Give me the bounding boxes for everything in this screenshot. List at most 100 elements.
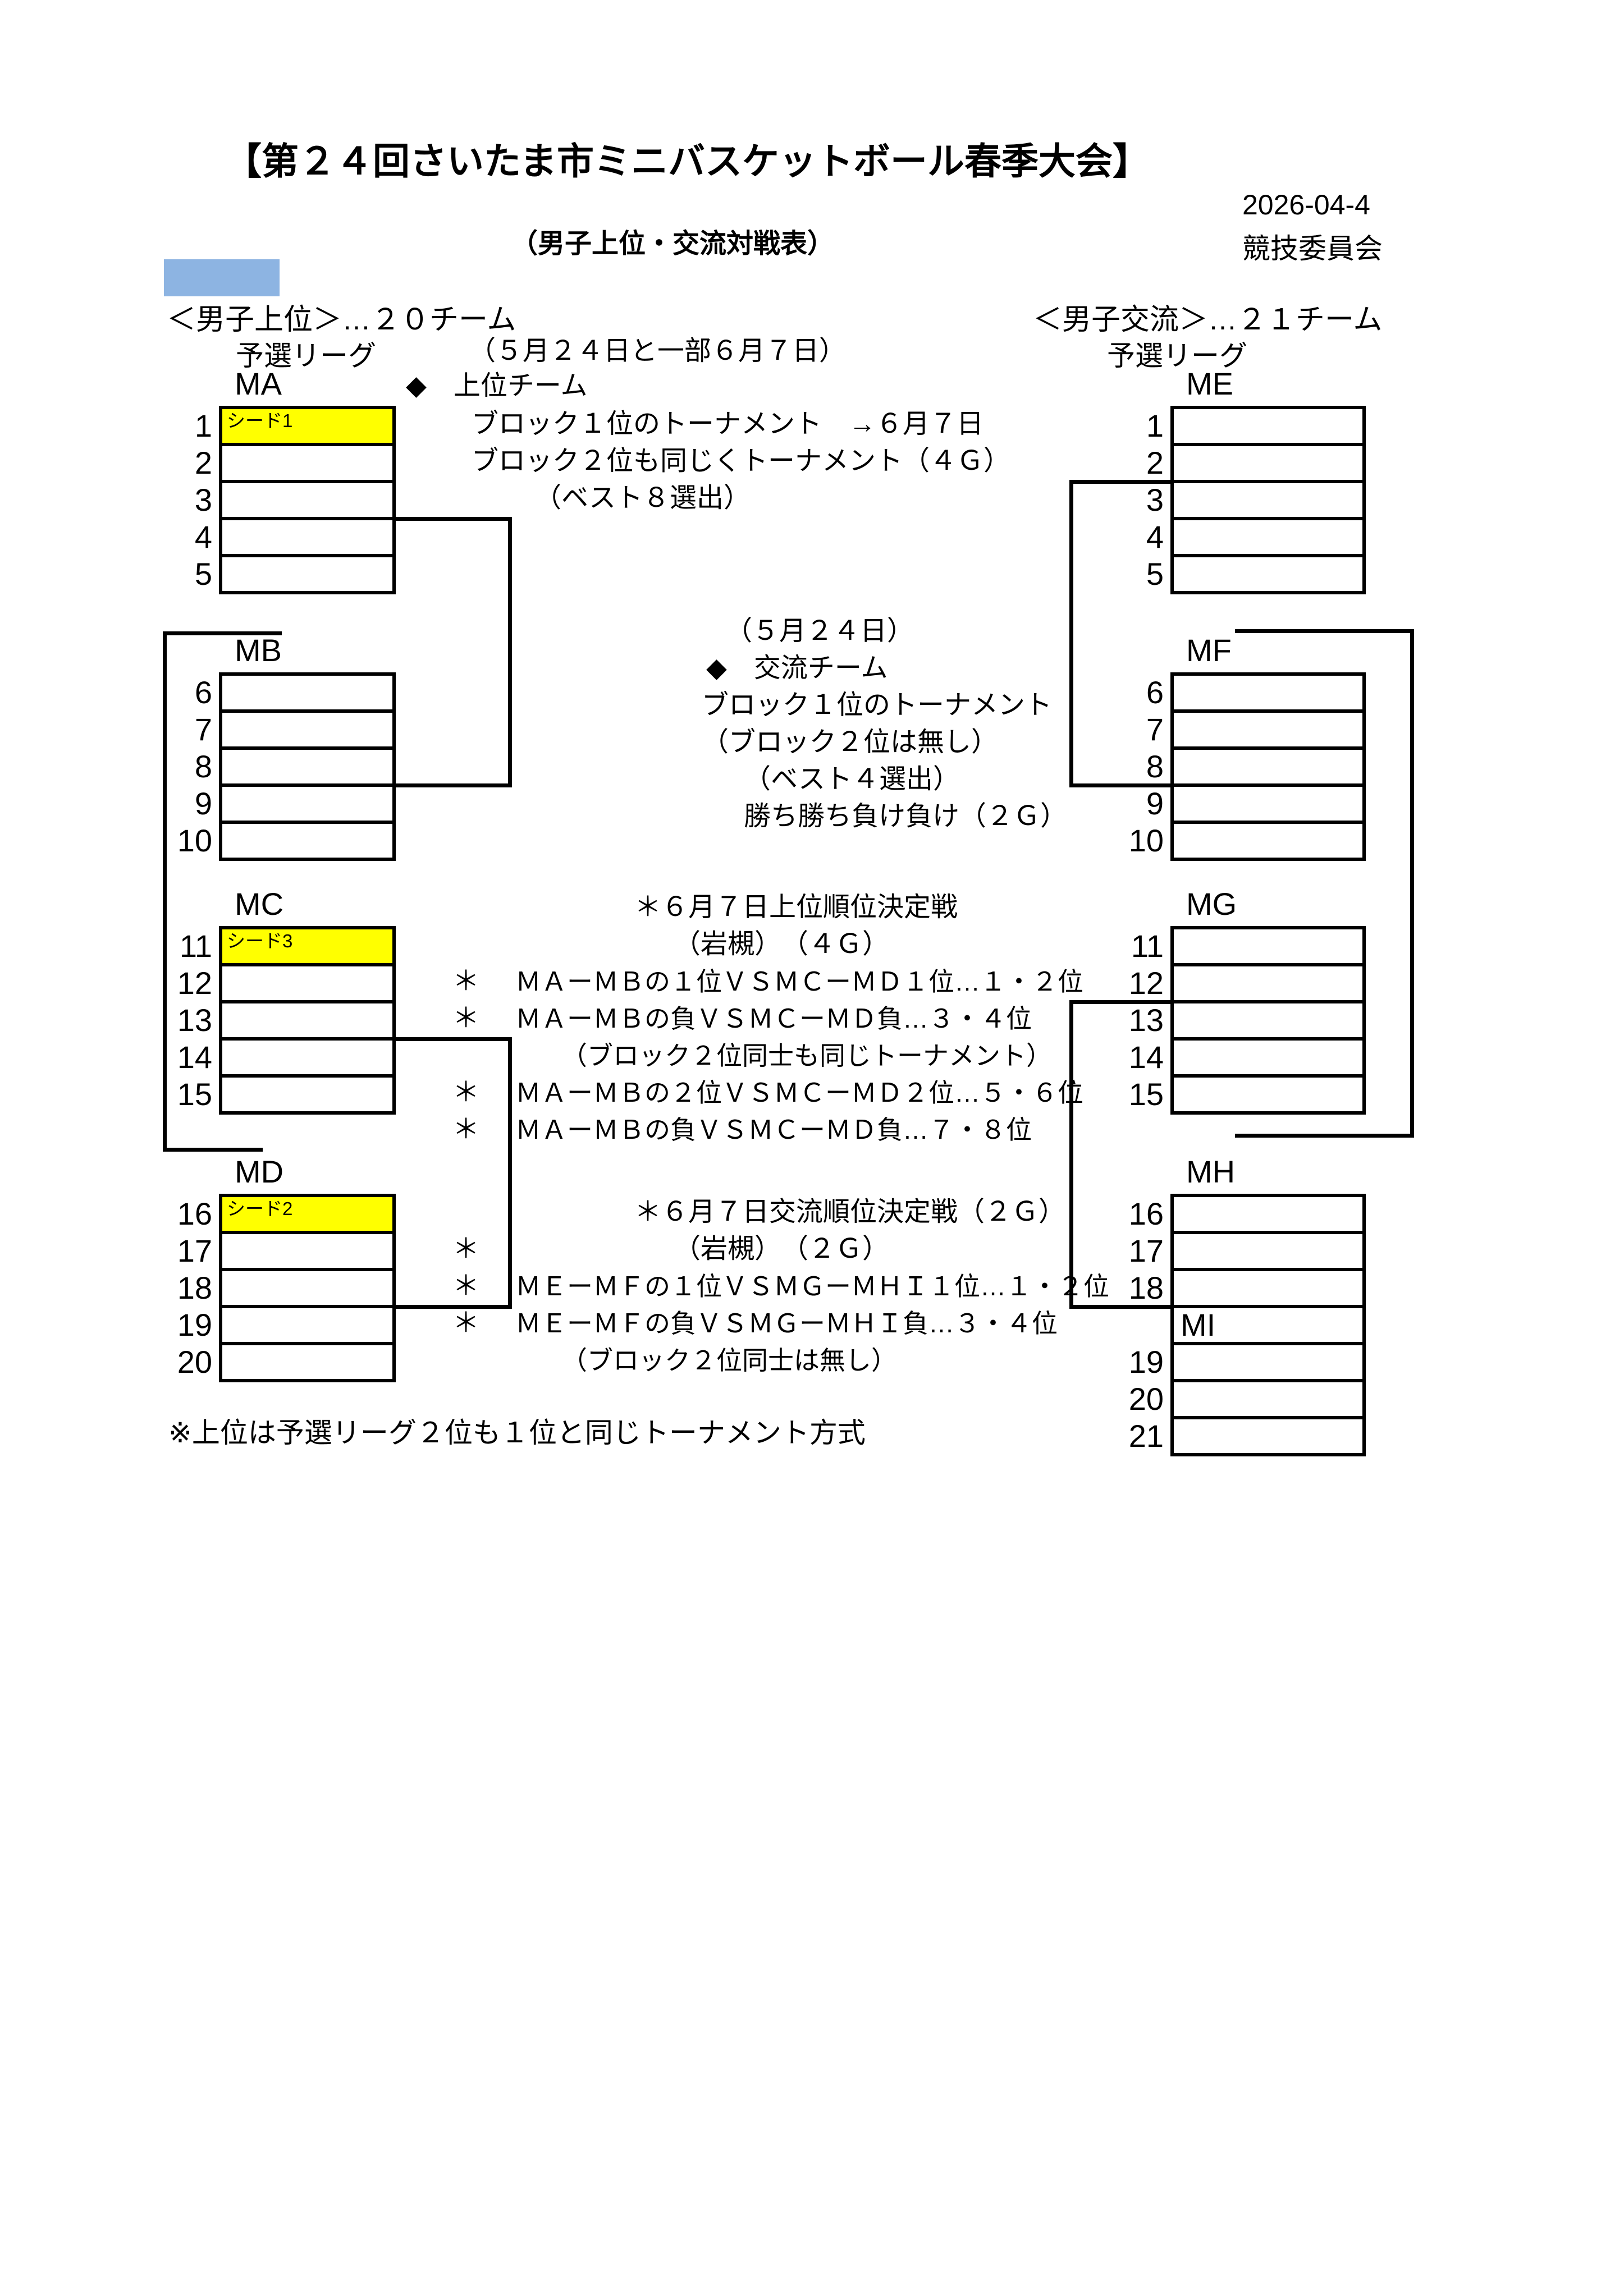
committee-label: 競技委員会 — [1242, 233, 1383, 264]
match-note: ＭＡーＭＢの２位ＶＳＭＣーＭＤ２位…５・６位 — [515, 1078, 1083, 1107]
star-mark: ＊ — [452, 1308, 479, 1338]
team-cell — [1174, 554, 1362, 591]
team-cell — [1174, 1379, 1362, 1416]
team-cell — [1174, 409, 1362, 443]
team-cell — [222, 963, 392, 1000]
note-line: （ベスト４選出） — [744, 764, 960, 794]
block-table-MA: シード1 — [219, 406, 396, 594]
block-label-MI: MI — [1181, 1307, 1216, 1342]
match-note: ＭＥーＭＦの負ＶＳＭＧーＭＨＩ負…３・４位 — [515, 1309, 1058, 1338]
block-label-MB: MB — [235, 633, 282, 668]
note-line: ブロック１位のトーナメント — [702, 690, 1053, 720]
row-number: 1 — [194, 408, 212, 443]
team-cell — [222, 783, 392, 821]
team-cell — [1174, 676, 1362, 709]
ranking-heading: ＊６月７日交流順位決定戦（２Ｇ） — [634, 1197, 1066, 1227]
team-cell — [1174, 480, 1362, 517]
team-cell — [1174, 1037, 1362, 1074]
row-number: 7 — [1146, 712, 1164, 747]
league-label-exchange: 予選リーグ — [1107, 340, 1247, 372]
block-label-MH: MH — [1186, 1154, 1236, 1189]
team-cell — [1174, 929, 1362, 963]
bracket-line — [1069, 1000, 1174, 1004]
team-cell: シード1 — [222, 409, 392, 443]
ranking-venue: （岩槻） （２Ｇ） — [674, 1234, 890, 1264]
bracket-line — [508, 1037, 512, 1309]
team-cell — [1174, 1416, 1362, 1453]
row-number: 3 — [194, 482, 212, 517]
team-cell — [1174, 963, 1362, 1000]
row-number: 20 — [1128, 1381, 1164, 1417]
team-cell — [222, 554, 392, 591]
row-number: 8 — [194, 749, 212, 784]
team-cell: シード3 — [222, 929, 392, 963]
team-cell — [222, 1000, 392, 1037]
match-note: ＭＡーＭＢの負ＶＳＭＣーＭＤ負…７・８位 — [515, 1115, 1032, 1144]
block-label-MG: MG — [1186, 886, 1237, 922]
bracket-line — [395, 1037, 512, 1041]
seed-label: シード2 — [227, 1198, 293, 1219]
bracket-line — [395, 1305, 512, 1309]
team-cell — [1174, 1074, 1362, 1111]
row-number: 18 — [1128, 1270, 1164, 1305]
team-cell — [222, 1037, 392, 1074]
team-cell — [222, 1074, 392, 1111]
block-label-MD: MD — [235, 1154, 284, 1189]
row-number: 14 — [1128, 1039, 1164, 1075]
note-line: ◆ 交流チーム — [706, 653, 888, 683]
ranking-heading: ＊６月７日上位順位決定戦 — [634, 892, 958, 922]
block-table-ME — [1170, 406, 1366, 594]
team-cell — [1174, 709, 1362, 746]
match-note: ＭＡーＭＢの負ＶＳＭＣーＭＤ負…３・４位 — [515, 1004, 1032, 1033]
star-mark: ＊ — [452, 1115, 479, 1144]
note-line: 勝ち勝ち負け負け（２Ｇ） — [744, 801, 1068, 831]
team-cell — [1174, 1268, 1362, 1305]
team-cell — [222, 1342, 392, 1379]
row-number: 6 — [194, 675, 212, 710]
row-number: 16 — [177, 1196, 212, 1231]
block-label-ME: ME — [1186, 366, 1233, 401]
team-cell — [1174, 1231, 1362, 1268]
seed-label: シード3 — [227, 931, 293, 951]
row-number: 21 — [1128, 1418, 1164, 1454]
match-note: （ブロック２位同士も同じトーナメント） — [561, 1041, 1052, 1070]
match-note: （ブロック２位同士は無し） — [561, 1346, 897, 1375]
star-mark: ＊ — [452, 1078, 479, 1107]
match-note: ＭＥーＭＦの１位ＶＳＭＧーＭＨＩ１位…１・２位 — [515, 1272, 1109, 1301]
sub-block-label-row: MI — [1174, 1305, 1362, 1342]
row-number: 17 — [1128, 1233, 1164, 1268]
blue-marker-rect — [164, 259, 280, 296]
row-number: 5 — [194, 556, 212, 592]
team-cell — [222, 746, 392, 783]
bracket-line — [1410, 629, 1414, 1138]
team-cell — [222, 1231, 392, 1268]
row-number: 19 — [177, 1307, 212, 1342]
row-number: 14 — [177, 1039, 212, 1075]
block-table-MG — [1170, 926, 1366, 1115]
note-line: ブロック１位のトーナメント →６月７日 — [472, 409, 984, 439]
note-line: （５月２４日） — [725, 616, 914, 646]
team-cell — [1174, 443, 1362, 480]
sheet-subtitle: （男子上位・交流対戦表） — [511, 229, 835, 259]
match-note: ＭＡーＭＢの１位ＶＳＭＣーＭＤ１位…１・２位 — [515, 967, 1083, 996]
bracket-line — [1069, 1305, 1174, 1309]
row-number: 13 — [1128, 1002, 1164, 1038]
note-line: （５月２４日と一部６月７日） — [469, 336, 847, 366]
row-number: 20 — [177, 1344, 212, 1380]
row-number: 12 — [1128, 965, 1164, 1001]
team-cell — [1174, 783, 1362, 821]
bracket-line — [508, 517, 512, 787]
block-label-MC: MC — [235, 886, 284, 922]
row-number: 9 — [194, 786, 212, 821]
row-number: 2 — [1146, 445, 1164, 480]
bracket-line — [163, 631, 282, 635]
team-cell: シード2 — [222, 1197, 392, 1231]
row-number: 10 — [1128, 823, 1164, 858]
block-table-MF — [1170, 672, 1366, 861]
bracket-line — [1069, 783, 1174, 787]
row-number: 12 — [177, 965, 212, 1001]
bracket-line — [1069, 1000, 1073, 1309]
note-line: ブロック２位も同じくトーナメント（４Ｇ） — [472, 446, 1011, 476]
bracket-line — [163, 631, 167, 1152]
